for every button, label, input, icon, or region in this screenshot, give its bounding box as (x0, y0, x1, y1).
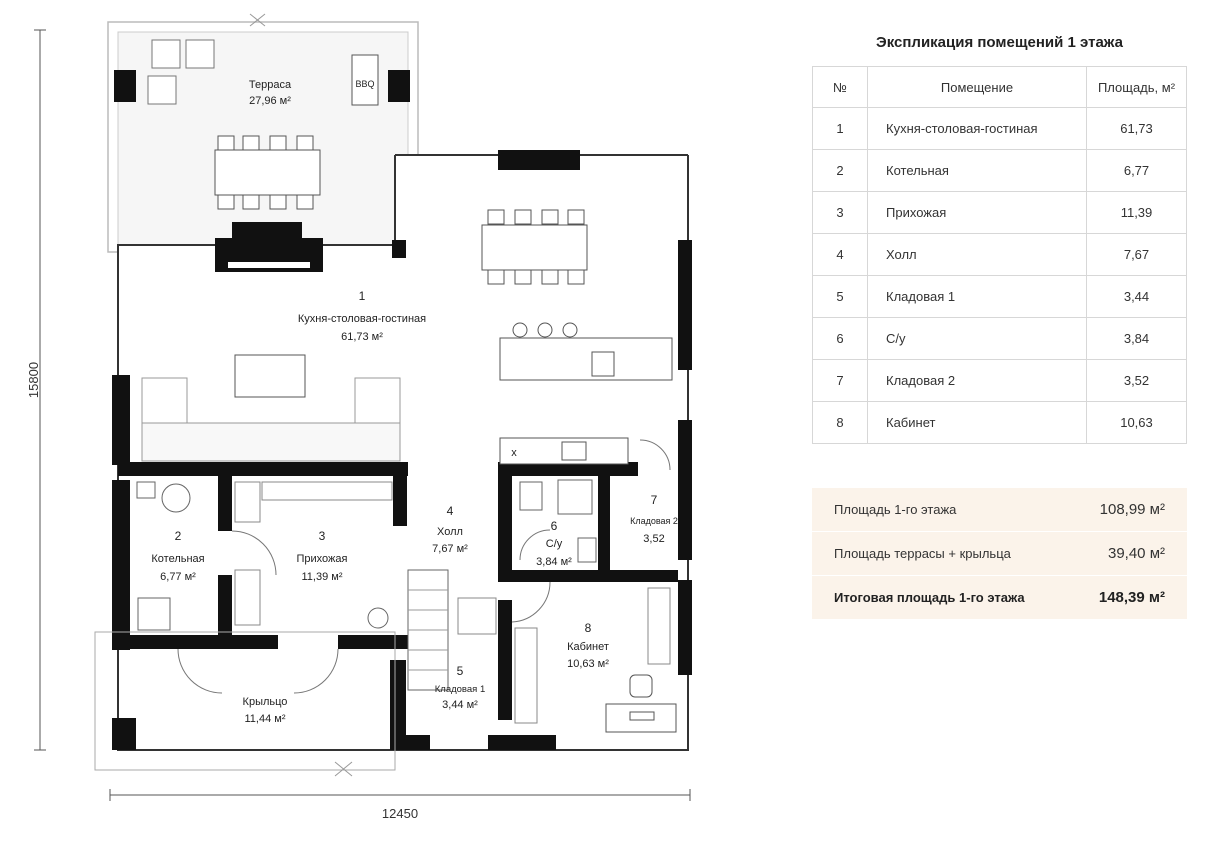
svg-text:7: 7 (651, 493, 658, 507)
svg-text:1: 1 (359, 289, 366, 303)
svg-text:Прихожая: Прихожая (297, 553, 348, 565)
row-area: 3,52 (1086, 359, 1187, 402)
svg-text:Кладовая 1: Кладовая 1 (435, 684, 485, 695)
header-area: Площадь, м² (1086, 66, 1187, 108)
table-row: 8 Кабинет 10,63 (812, 401, 1187, 444)
floor-plan: 15800 12450 BBQ x Терраса 27,96 м² 1 Кух… (26, 13, 692, 821)
room-5-label: 5 Кладовая 1 3,44 м² (435, 664, 485, 711)
room-2-label: 2 Котельная 6,77 м² (151, 529, 204, 583)
svg-text:Кабинет: Кабинет (567, 641, 609, 653)
summary-value: 148,39 м² (1098, 589, 1165, 606)
explication-title: Экспликация помещений 1 этажа (876, 34, 1123, 51)
svg-text:2: 2 (175, 529, 182, 543)
svg-text:11,44 м²: 11,44 м² (245, 713, 286, 725)
row-room: Кабинет (867, 401, 1087, 444)
row-area: 7,67 (1086, 233, 1187, 276)
svg-text:Кладовая 2: Кладовая 2 (630, 516, 678, 526)
svg-text:11,39 м²: 11,39 м² (302, 571, 343, 583)
svg-text:27,96 м²: 27,96 м² (249, 95, 291, 107)
table-row: 7 Кладовая 2 3,52 (812, 359, 1187, 402)
summary-value: 39,40 м² (1107, 545, 1165, 562)
svg-text:61,73 м²: 61,73 м² (341, 331, 383, 343)
header-num: № (812, 66, 868, 108)
bbq-label: BBQ (355, 79, 374, 89)
table-row: 2 Котельная 6,77 (812, 149, 1187, 192)
row-room: Прихожая (867, 191, 1087, 234)
summary-total-area: Итоговая площадь 1-го этажа 148,39 м² (812, 576, 1187, 620)
row-num: 4 (812, 233, 868, 276)
row-num: 2 (812, 149, 868, 192)
svg-text:С/у: С/у (546, 538, 563, 550)
row-room: С/у (867, 317, 1087, 360)
summary-value: 108,99 м² (1099, 501, 1165, 518)
row-room: Кладовая 1 (867, 275, 1087, 318)
summary-label: Итоговая площадь 1-го этажа (834, 590, 1025, 605)
room-8-label: 8 Кабинет 10,63 м² (567, 621, 609, 670)
summary-terrace-porch-area: Площадь террасы + крыльца 39,40 м² (812, 532, 1187, 576)
svg-text:8: 8 (585, 621, 592, 635)
row-room: Кладовая 2 (867, 359, 1087, 402)
summary-floor-area: Площадь 1-го этажа 108,99 м² (812, 488, 1187, 532)
terrace-area (107, 13, 419, 253)
summary-label: Площадь 1-го этажа (834, 502, 957, 517)
room-porch-label: Крыльцо 11,44 м² (243, 696, 288, 725)
svg-text:Крыльцо: Крыльцо (243, 696, 288, 708)
table-row: 4 Холл 7,67 (812, 233, 1187, 276)
row-area: 6,77 (1086, 149, 1187, 192)
header-room: Помещение (867, 66, 1087, 108)
row-room: Кухня-столовая-гостиная (867, 107, 1087, 150)
table-header-row: № Помещение Площадь, м² (812, 66, 1187, 108)
house-walls (94, 150, 692, 777)
room-7-label: 7 Кладовая 2 3,52 (630, 493, 678, 545)
table-row: 5 Кладовая 1 3,44 (812, 275, 1187, 318)
area-summary: Площадь 1-го этажа 108,99 м² Площадь тер… (812, 488, 1187, 620)
row-area: 3,84 (1086, 317, 1187, 360)
kitchen-x-mark: x (511, 447, 517, 459)
svg-text:10,63 м²: 10,63 м² (567, 658, 609, 670)
svg-text:3: 3 (319, 529, 326, 543)
dim-height-label: 15800 (26, 362, 41, 398)
svg-text:3,84 м²: 3,84 м² (536, 556, 572, 568)
row-room: Котельная (867, 149, 1087, 192)
room-4-label: 4 Холл 7,67 м² (432, 504, 468, 555)
svg-text:6,77 м²: 6,77 м² (160, 571, 196, 583)
room-6-label: 6 С/у 3,84 м² (536, 519, 572, 568)
svg-text:Кухня-столовая-гостиная: Кухня-столовая-гостиная (298, 313, 426, 325)
svg-text:Холл: Холл (437, 526, 463, 538)
room-terrace-label: Терраса 27,96 м² (249, 79, 292, 107)
room-1-label: 1 Кухня-столовая-гостиная 61,73 м² (298, 289, 426, 343)
row-num: 6 (812, 317, 868, 360)
row-area: 10,63 (1086, 401, 1187, 444)
row-num: 3 (812, 191, 868, 234)
row-area: 11,39 (1086, 191, 1187, 234)
summary-label: Площадь террасы + крыльца (834, 546, 1011, 561)
svg-text:3,52: 3,52 (643, 533, 664, 545)
table-row: 3 Прихожая 11,39 (812, 191, 1187, 234)
svg-text:Котельная: Котельная (151, 553, 204, 565)
row-num: 5 (812, 275, 868, 318)
table-row: 6 С/у 3,84 (812, 317, 1187, 360)
table-row: 1 Кухня-столовая-гостиная 61,73 (812, 107, 1187, 150)
svg-text:5: 5 (457, 664, 464, 678)
row-num: 1 (812, 107, 868, 150)
row-area: 3,44 (1086, 275, 1187, 318)
room-3-label: 3 Прихожая 11,39 м² (297, 529, 348, 583)
dim-width-label: 12450 (382, 806, 418, 821)
svg-text:6: 6 (551, 519, 558, 533)
dimension-lines (34, 29, 691, 801)
row-room: Холл (867, 233, 1087, 276)
svg-text:7,67 м²: 7,67 м² (432, 543, 468, 555)
explication-table: № Помещение Площадь, м² 1 Кухня-столовая… (812, 66, 1187, 444)
row-area: 61,73 (1086, 107, 1187, 150)
svg-text:4: 4 (447, 504, 454, 518)
row-num: 7 (812, 359, 868, 402)
svg-text:Терраса: Терраса (249, 79, 292, 91)
svg-text:3,44 м²: 3,44 м² (442, 699, 478, 711)
row-num: 8 (812, 401, 868, 444)
